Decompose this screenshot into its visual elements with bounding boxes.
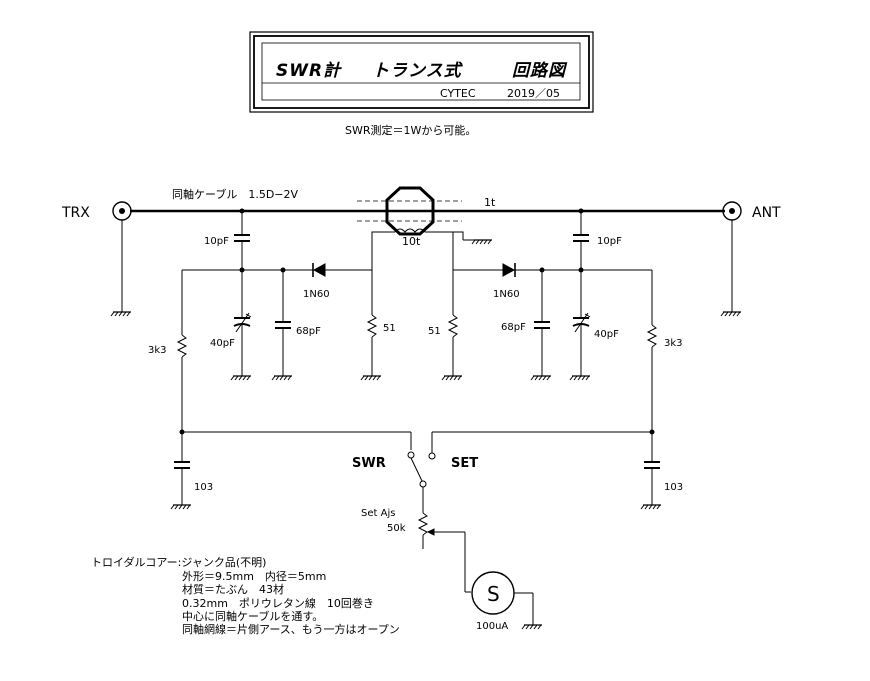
note-line: 外形＝9.5mm 内径＝5mm bbox=[182, 569, 326, 583]
secondary-turns: 10t bbox=[402, 235, 421, 248]
ant-label: ANT bbox=[752, 205, 781, 221]
label-pot-value: 50k bbox=[387, 523, 406, 534]
main-line bbox=[130, 200, 725, 222]
swr-set-switch bbox=[407, 432, 436, 513]
label-res-load-left: 51 bbox=[383, 323, 396, 334]
label-pot-name: Set Ajs bbox=[361, 508, 395, 519]
junction-dot bbox=[649, 429, 655, 435]
note-line: 0.32mm ポリウレタン線 10回巻き bbox=[182, 596, 374, 610]
label-res-series-left: 3k3 bbox=[148, 345, 167, 356]
cable-label: 同軸ケーブル 1.5D−2V bbox=[172, 187, 299, 201]
notes: トロイダルコアー:ジャンク品(不明) 外形＝9.5mm 内径＝5mm 材質＝たぶ… bbox=[91, 555, 400, 636]
label-c-coupling-left: 10pF bbox=[204, 236, 229, 247]
title-date: 2019／05 bbox=[507, 87, 560, 100]
junction-dot bbox=[179, 429, 185, 435]
label-diode-right: 1N60 bbox=[493, 289, 520, 300]
label-trimmer-left: 40pF bbox=[210, 338, 235, 349]
trx-label: TRX bbox=[61, 205, 90, 221]
label-bypass-left: 103 bbox=[194, 482, 213, 493]
note-line: 材質＝たぶん 43材 bbox=[182, 582, 284, 596]
label-meter-value: 100uA bbox=[476, 621, 508, 632]
switch-label-set: SET bbox=[451, 456, 478, 471]
meter bbox=[471, 571, 543, 630]
junction-dot bbox=[578, 267, 584, 273]
junction-dot bbox=[578, 208, 584, 214]
title-left: SWR計 bbox=[276, 61, 342, 81]
label-bypass-right: 103 bbox=[664, 482, 683, 493]
title-maker: CYTEC bbox=[440, 87, 476, 100]
label-cap-left: 68pF bbox=[296, 326, 321, 337]
primary-turns: 1t bbox=[484, 196, 496, 209]
junction-dot bbox=[280, 267, 286, 273]
label-res-load-right: 51 bbox=[428, 326, 441, 337]
title-mid: トランス式 bbox=[372, 61, 464, 81]
junction-dot bbox=[239, 208, 245, 214]
title-block: SWR計 トランス式 回路図 CYTEC 2019／05 bbox=[249, 31, 594, 113]
label-res-series-right: 3k3 bbox=[664, 338, 683, 349]
note-line: 中心に同軸ケーブルを通す。 bbox=[182, 609, 323, 623]
meter-symbol: S bbox=[487, 582, 500, 606]
label-cap-right: 68pF bbox=[501, 322, 526, 333]
potentiometer bbox=[417, 512, 471, 593]
ant-connector bbox=[720, 201, 742, 317]
subtitle-note: SWR測定＝1Wから可能。 bbox=[345, 123, 476, 137]
label-trimmer-right: 40pF bbox=[594, 329, 619, 340]
right-network bbox=[432, 211, 660, 505]
note-line: トロイダルコアー:ジャンク品(不明) bbox=[91, 555, 266, 569]
left-network bbox=[174, 211, 411, 505]
toroid-transformer bbox=[371, 186, 464, 270]
junction-dot bbox=[239, 267, 245, 273]
junction-dot bbox=[539, 267, 545, 273]
note-line: 同軸網線＝片側アース、もう一方はオープン bbox=[182, 622, 400, 636]
switch-label-swr: SWR bbox=[352, 456, 386, 471]
trx-connector bbox=[110, 201, 132, 317]
label-c-coupling-right: 10pF bbox=[597, 236, 622, 247]
shield-ground bbox=[471, 239, 493, 245]
label-diode-left: 1N60 bbox=[303, 289, 330, 300]
title-right: 回路図 bbox=[512, 61, 568, 81]
